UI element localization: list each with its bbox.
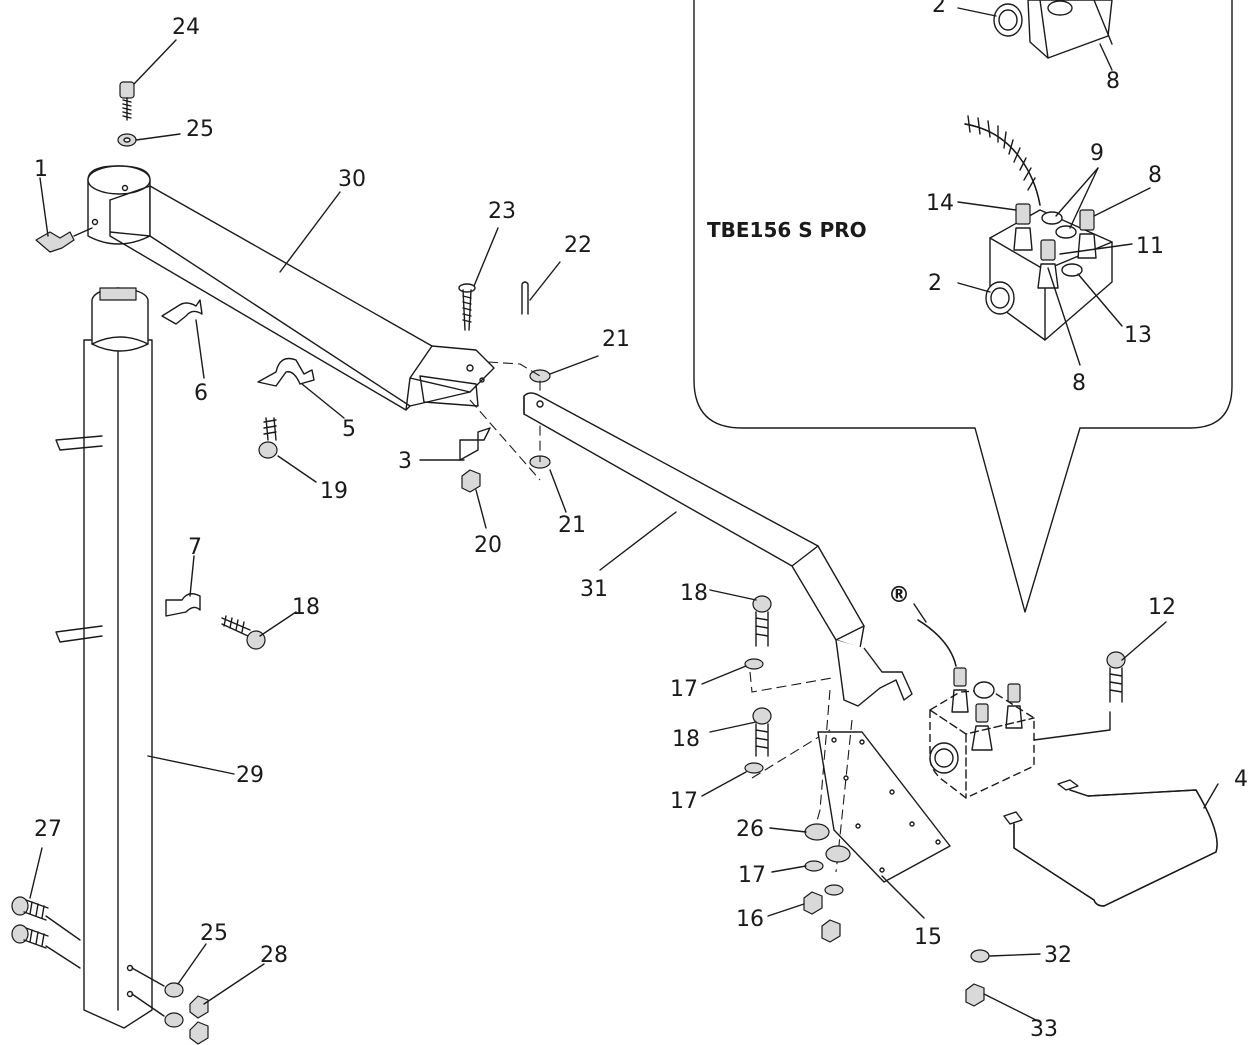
column-part-29	[55, 287, 153, 1029]
inset-callout-label: 14	[926, 191, 954, 216]
control-cable	[917, 619, 957, 667]
bolt-part-24	[119, 81, 135, 121]
washer-part-32	[970, 949, 990, 963]
washer-part-17-upper	[744, 658, 764, 670]
callout-label: 18	[292, 595, 320, 620]
callout-label: 17	[670, 677, 698, 702]
callout-label: 24	[172, 15, 200, 40]
nut-part-33	[965, 983, 985, 1007]
pin-part-22	[521, 281, 529, 315]
bolt-part-23	[458, 283, 476, 331]
callout-label: 27	[34, 817, 62, 842]
inset-control-box-top	[957, 0, 1113, 59]
inset-callout-label: 9	[1090, 141, 1104, 166]
nut-part-16	[803, 891, 823, 915]
clamp-part-5	[257, 357, 315, 387]
callout-label: 7	[188, 535, 202, 560]
washer-part-25-bottom	[164, 982, 184, 998]
callout-label: 26	[736, 817, 764, 842]
callout-label: 21	[558, 513, 586, 538]
callout-label: 33	[1030, 1017, 1058, 1042]
callout-label: 17	[738, 863, 766, 888]
callout-labels: 24 25 1 30 23 22 21 6 5 3 19 20 21 7 18 …	[34, 15, 1248, 1042]
callout-label: 15	[914, 925, 942, 950]
inset-callout-label: 2	[932, 0, 946, 18]
callout-label: 31	[580, 577, 608, 602]
washer-part-17-mid	[744, 762, 764, 774]
bolt-part-27	[11, 896, 81, 969]
callout-label: 5	[342, 417, 356, 442]
washer-part-26	[804, 823, 830, 841]
handle-part-4	[1013, 789, 1218, 907]
callout-label: 18	[680, 581, 708, 606]
screw-part-12	[1033, 651, 1126, 741]
nut-part-28	[189, 995, 209, 1019]
nut-part-20	[461, 469, 481, 493]
bracket-part-3	[459, 427, 491, 461]
screw-part-18-upper	[752, 595, 772, 647]
callout-label: 23	[488, 199, 516, 224]
inset-callout-label: 2	[928, 271, 942, 296]
inset-callout-labels: 2 8 9 8 14 11 2 13 8	[926, 0, 1164, 396]
grease-fitting-part-1	[35, 218, 99, 253]
arm-part-31	[523, 392, 913, 707]
clamp-part-7	[165, 593, 201, 617]
inset-callout-bubble	[693, 0, 1233, 613]
screw-part-19	[258, 417, 278, 459]
inset-callout-label: 11	[1136, 234, 1164, 259]
callout-label: 18	[672, 727, 700, 752]
callout-label: 12	[1148, 595, 1176, 620]
callout-label: 20	[474, 533, 502, 558]
callout-label: 28	[260, 943, 288, 968]
screw-part-18-left	[221, 615, 266, 650]
inset-callout-label: 8	[1072, 371, 1086, 396]
callout-label: 4	[1234, 767, 1248, 792]
inset-callout-label: 13	[1124, 323, 1152, 348]
arm-part-30	[87, 165, 495, 411]
callout-label: 6	[194, 381, 208, 406]
registered-mark: ®	[888, 583, 910, 608]
callout-label: 1	[34, 157, 48, 182]
callout-label: 25	[200, 921, 228, 946]
callout-label: 25	[186, 117, 214, 142]
callout-label: 3	[398, 449, 412, 474]
callout-label: 30	[338, 167, 366, 192]
callout-label: 16	[736, 907, 764, 932]
plate-part-15	[817, 731, 951, 883]
callout-label: 21	[602, 327, 630, 352]
clamp-part-6	[161, 299, 203, 325]
inset-callout-label: 8	[1148, 163, 1162, 188]
leader-lines	[29, 39, 1219, 1023]
washer-part-17-lower	[804, 860, 824, 872]
callout-label: 19	[320, 479, 348, 504]
inset-callout-label: 8	[1106, 69, 1120, 94]
callout-label: 22	[564, 233, 592, 258]
callout-label: 29	[236, 763, 264, 788]
screw-part-18-lower	[752, 707, 772, 757]
model-title: TBE156 S PRO	[707, 218, 867, 242]
callout-label: 17	[670, 789, 698, 814]
inset-cable	[964, 123, 1041, 206]
callout-label: 32	[1044, 943, 1072, 968]
control-box-main	[929, 667, 1035, 799]
